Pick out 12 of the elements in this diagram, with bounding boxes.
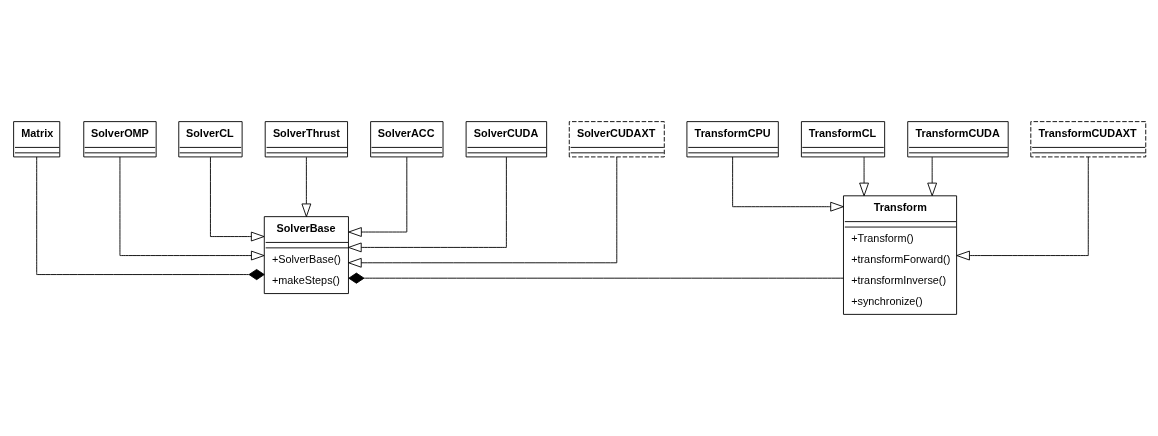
arrow <box>210 156 265 242</box>
arrow <box>348 156 618 268</box>
connector <box>348 272 844 284</box>
arrow <box>301 156 312 218</box>
arrow <box>927 156 938 197</box>
arrow <box>119 156 265 261</box>
arrow <box>732 156 844 212</box>
connector <box>36 156 265 281</box>
arrow <box>348 156 507 253</box>
arrow <box>956 156 1089 261</box>
arrow <box>348 156 408 237</box>
arrow <box>859 156 869 197</box>
